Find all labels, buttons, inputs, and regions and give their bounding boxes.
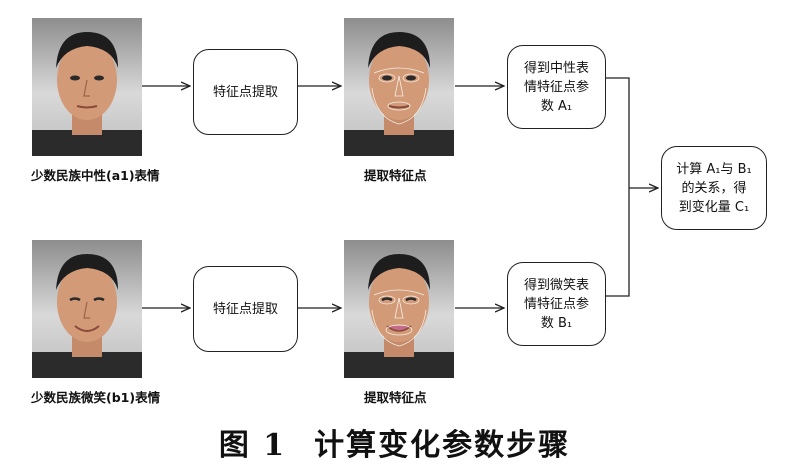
feature-extraction-text-top: 特征点提取 xyxy=(212,84,278,100)
smile-face-photo xyxy=(32,240,142,378)
compute-line-2: 的关系，得 xyxy=(681,180,747,196)
figure-caption: 图 1 计算变化参数步骤 xyxy=(0,420,789,464)
neutral-face-label: 少数民族中性(a1)表情 xyxy=(31,168,160,183)
feature-extraction-box-bottom: 特征点提取 xyxy=(193,266,298,352)
extract-points-label-top: 提取特征点 xyxy=(364,168,427,183)
smile-params-line-3: 数 B₁ xyxy=(540,315,573,331)
neutral-params-line-3: 数 A₁ xyxy=(540,98,573,114)
neutral-params-line-2: 情特征点参 xyxy=(523,79,589,95)
smile-params-line-2: 情特征点参 xyxy=(523,296,589,312)
neutral-params-box: 得到中性表 情特征点参 数 A₁ xyxy=(507,45,606,129)
neutral-feature-points-photo xyxy=(344,18,454,156)
figure-title: 计算变化参数步骤 xyxy=(314,428,571,463)
compute-line-1: 计算 A₁与 B₁ xyxy=(676,161,752,177)
smile-face-label: 少数民族微笑(b1)表情 xyxy=(31,390,161,405)
smile-params-line-1: 得到微笑表 xyxy=(523,277,589,293)
connector-params-bottom xyxy=(606,188,630,297)
feature-extraction-text-bottom: 特征点提取 xyxy=(212,301,278,317)
neutral-face-photo xyxy=(32,18,142,156)
connector-params-top xyxy=(606,77,630,188)
extract-points-label-bottom: 提取特征点 xyxy=(364,390,427,405)
compute-change-box: 计算 A₁与 B₁ 的关系，得 到变化量 C₁ xyxy=(661,146,767,230)
compute-line-3: 到变化量 C₁ xyxy=(678,199,750,215)
figure-number: 图 1 xyxy=(218,428,287,463)
feature-extraction-box-top: 特征点提取 xyxy=(193,49,298,135)
neutral-params-line-1: 得到中性表 xyxy=(523,60,589,76)
smile-params-box: 得到微笑表 情特征点参 数 B₁ xyxy=(507,262,606,346)
smile-feature-points-photo xyxy=(344,240,454,378)
